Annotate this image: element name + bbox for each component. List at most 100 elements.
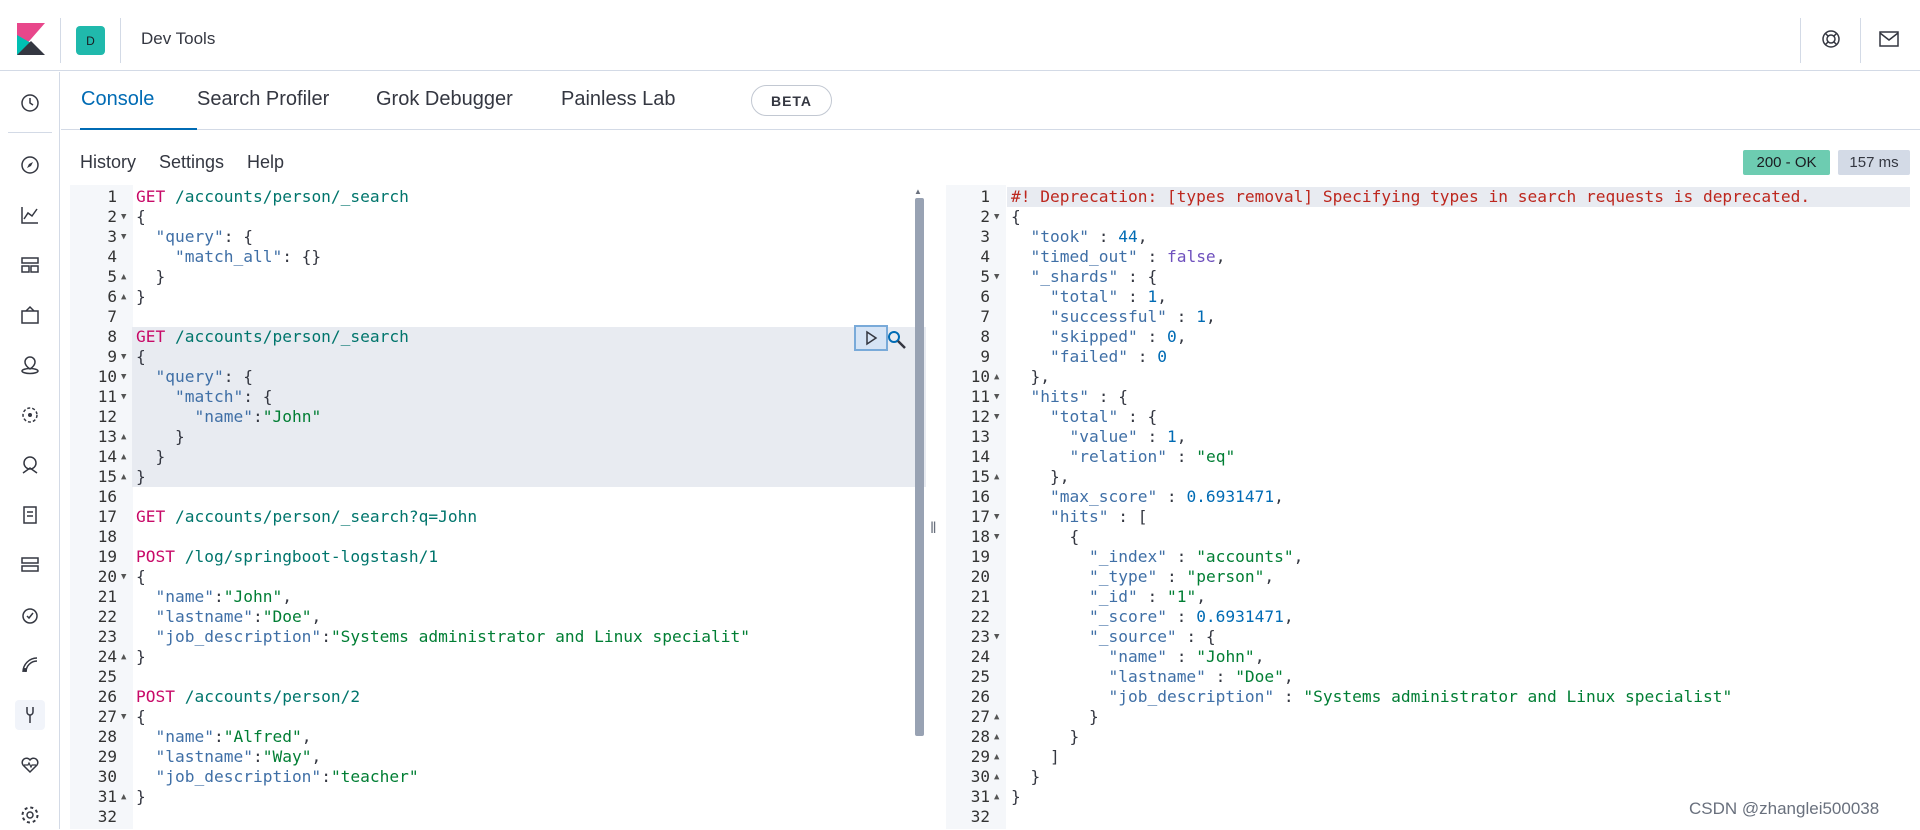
fold-toggle-icon[interactable]: ▲ [121,292,127,302]
fold-toggle-icon[interactable]: ▲ [994,772,1000,782]
line-number: 1 [107,187,117,206]
line-number: 32 [970,807,990,826]
logs-icon[interactable] [15,500,45,530]
code-line: } [1011,707,1099,726]
tab-search-profiler[interactable]: Search Profiler [197,88,330,110]
fold-toggle-icon[interactable]: ▲ [121,432,127,442]
fold-toggle-icon[interactable]: ▲ [994,712,1000,722]
tab-painless-lab[interactable]: Painless Lab [561,88,676,110]
line-number: 2 [980,207,990,226]
fold-toggle-icon[interactable]: ▼ [121,232,127,242]
code-line: { [1011,207,1021,226]
fold-toggle-icon[interactable]: ▼ [121,392,127,402]
code-line: } [136,287,146,306]
line-number: 12 [97,407,117,426]
code-line: "match_all": {} [174,247,322,266]
pane-resizer-handle[interactable]: ‖ [930,520,937,537]
settings-link[interactable]: Settings [159,152,225,172]
help-link[interactable]: Help [247,152,285,172]
line-number: 14 [97,447,117,466]
watermark: CSDN @zhanglei500038 [1689,799,1880,818]
line-number: 6 [980,287,990,306]
line-number: 19 [970,547,990,566]
kibana-logo-icon[interactable] [17,23,45,55]
fold-toggle-icon[interactable]: ▲ [121,652,127,662]
line-number: 27 [97,707,117,726]
siem-icon[interactable] [15,450,45,480]
dashboard-icon[interactable] [15,250,45,280]
canvas-icon[interactable] [15,300,45,330]
line-number: 11 [970,387,990,406]
code-line: POST /accounts/person/2 [136,687,361,706]
line-number: 22 [97,607,117,626]
fold-toggle-icon[interactable]: ▼ [994,272,1000,282]
mail-icon[interactable] [1876,26,1902,52]
highlighted-block [132,327,926,487]
monitoring-heartbeat-icon[interactable] [15,750,45,780]
wrench-settings-icon[interactable] [886,329,908,351]
line-number: 3 [980,227,990,246]
line-number: 27 [970,707,990,726]
code-line: { [136,347,146,366]
fold-toggle-icon[interactable]: ▲ [994,752,1000,762]
ml-icon[interactable] [15,400,45,430]
line-number: 23 [97,627,117,646]
history-link[interactable]: History [80,152,137,172]
infrastructure-icon[interactable] [15,550,45,580]
fold-toggle-icon[interactable]: ▼ [994,532,1000,542]
code-line: } [136,787,146,806]
line-number: 30 [97,767,117,786]
fold-toggle-icon[interactable]: ▼ [121,212,127,222]
code-line: { [1011,527,1080,546]
header-divider [60,18,61,63]
fold-toggle-icon[interactable]: ▼ [994,212,1000,222]
code-line: ] [1011,747,1060,766]
fold-toggle-icon[interactable]: ▼ [994,512,1000,522]
nav-divider [8,132,52,133]
fold-toggle-icon[interactable]: ▼ [121,712,127,722]
fold-toggle-icon[interactable]: ▲ [994,732,1000,742]
line-number: 17 [970,507,990,526]
line-number: 8 [980,327,990,346]
code-line: "value" : 1, [1069,427,1187,446]
fold-toggle-icon[interactable]: ▲ [121,472,127,482]
space-avatar[interactable]: D [76,26,105,55]
fold-toggle-icon[interactable]: ▼ [994,392,1000,402]
apm-icon[interactable] [15,650,45,680]
fold-toggle-icon[interactable]: ▲ [121,792,127,802]
visualize-chart-icon[interactable] [15,200,45,230]
fold-toggle-icon[interactable]: ▼ [121,352,127,362]
line-number: 18 [970,527,990,546]
code-line: "name":"John" [194,407,322,426]
dev-tools-tabs: Console Search Profiler Grok Debugger Pa… [61,72,1920,130]
line-number: 10 [97,367,117,386]
line-number: 25 [970,667,990,686]
code-line: { [136,567,146,586]
fold-toggle-icon[interactable]: ▼ [994,412,1000,422]
fold-toggle-icon[interactable]: ▲ [994,472,1000,482]
tab-console[interactable]: Console [80,88,197,130]
send-request-button[interactable] [854,325,888,351]
management-gear-icon[interactable] [15,800,45,830]
fold-toggle-icon[interactable]: ▼ [121,372,127,382]
fold-toggle-icon[interactable]: ▲ [994,372,1000,382]
fold-toggle-icon[interactable]: ▼ [121,572,127,582]
dev-tools-wrench-icon[interactable] [15,700,45,730]
app-title: Dev Tools [141,29,216,48]
fold-toggle-icon[interactable]: ▼ [994,632,1000,642]
request-scrollbar[interactable] [915,198,924,736]
tab-grok-debugger[interactable]: Grok Debugger [376,88,513,110]
line-number: 23 [970,627,990,646]
discover-compass-icon[interactable] [15,150,45,180]
fold-toggle-icon[interactable]: ▲ [121,272,127,282]
line-number: 22 [970,607,990,626]
fold-toggle-icon[interactable]: ▲ [121,452,127,462]
scroll-up-arrow-icon[interactable]: ▲ [914,187,922,196]
recent-clock-icon[interactable] [15,88,45,118]
uptime-icon[interactable] [15,600,45,630]
maps-icon[interactable] [15,350,45,380]
help-icon[interactable] [1818,26,1844,52]
fold-toggle-icon[interactable]: ▲ [994,792,1000,802]
response-viewer: 1#! Deprecation: [types removal] Specify… [946,185,1910,829]
